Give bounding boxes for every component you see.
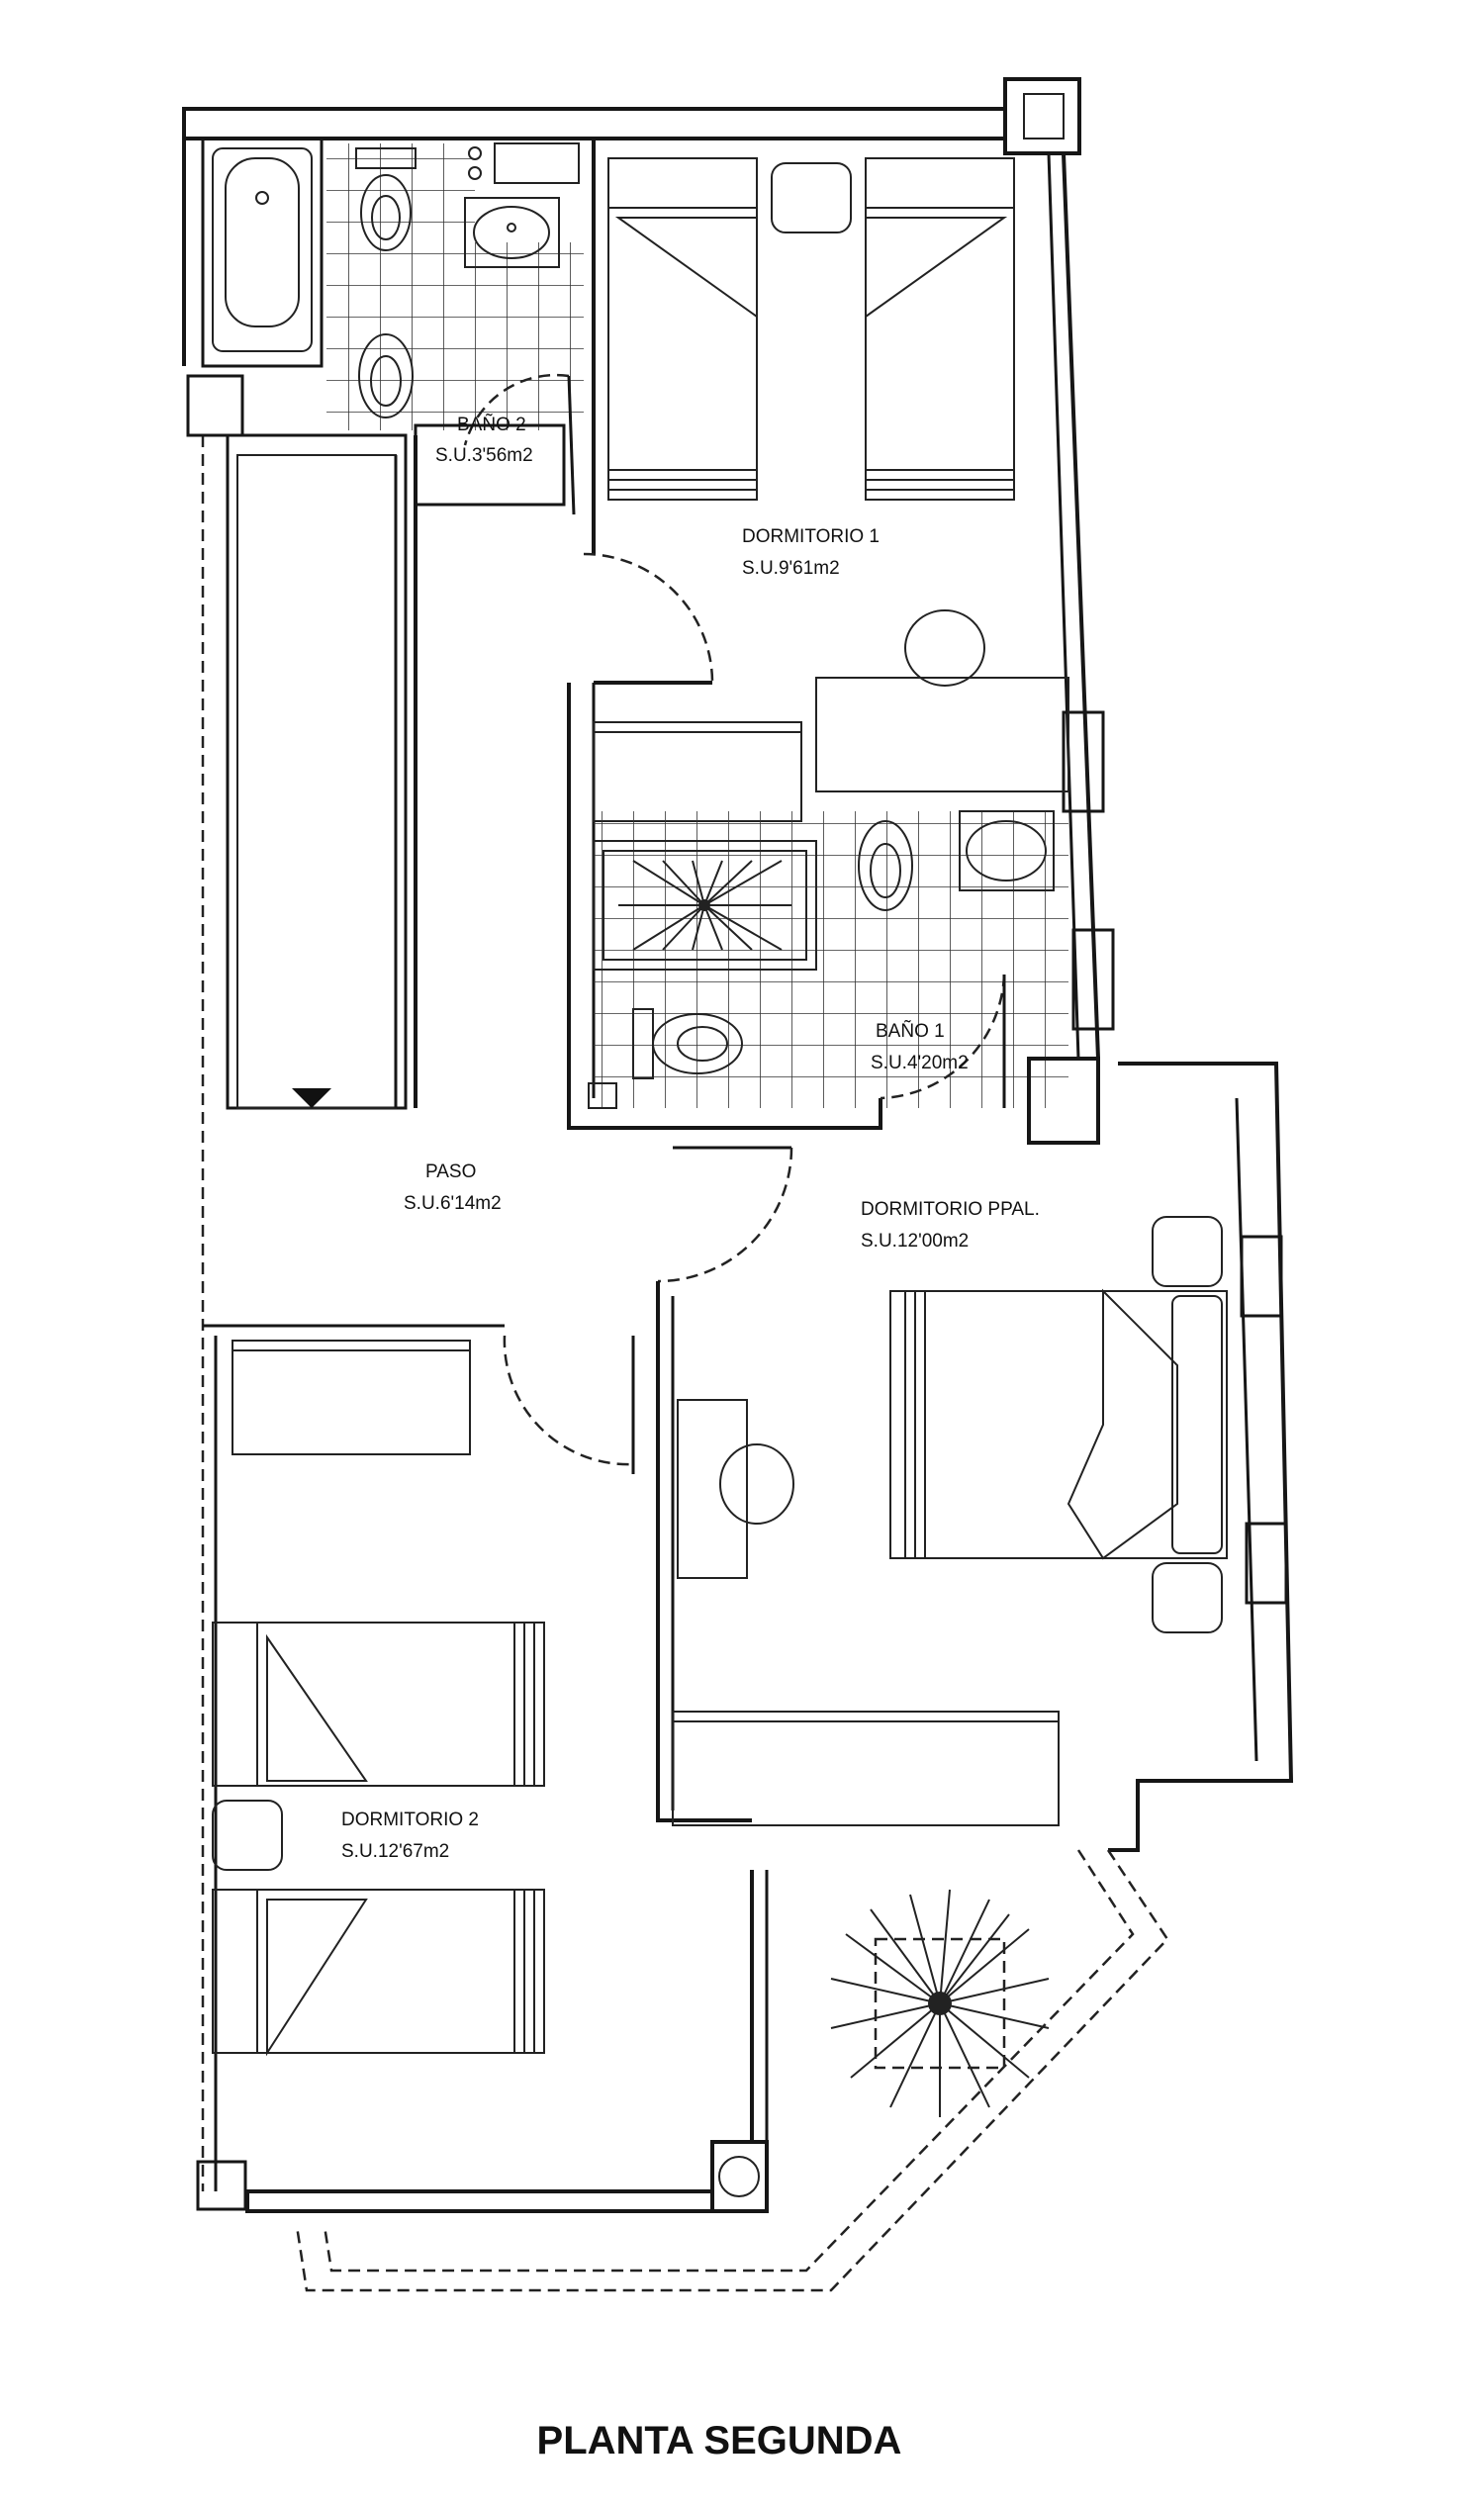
bano1-name: BAÑO 1 (876, 1020, 945, 1042)
plan-title: PLANTA SEGUNDA (537, 2419, 902, 2462)
shower-tray-icon (593, 840, 817, 971)
single-bed-icon (607, 157, 758, 501)
door-swing (657, 1147, 793, 1283)
dormitorio1-area: S.U.9'61m2 (742, 558, 840, 579)
toilet-icon-2 (632, 1008, 743, 1079)
wardrobe-icon (672, 1711, 1060, 1826)
bidet-icon-2 (858, 820, 913, 911)
door-swing (583, 552, 714, 684)
double-bed-icon (889, 1288, 1228, 1560)
paso-hallway: PASO S.U.6'14m2 (203, 1126, 793, 1328)
door-swing (880, 974, 1006, 1100)
single-bed-icon-4 (212, 1889, 545, 2057)
chair-icon-2 (719, 1443, 794, 1525)
door-swing (463, 373, 570, 446)
staircase (226, 433, 417, 1110)
dormitorio1-name: DORMITORIO 1 (742, 526, 880, 547)
door-swing (503, 1335, 634, 1466)
paso-name: PASO (425, 1161, 476, 1182)
toilet-icon (355, 147, 417, 251)
dormitorio-2-room: DORMITORIO 2 S.U.12'67m2 (212, 1340, 545, 2057)
dormitorio2-area: S.U.12'67m2 (341, 1841, 449, 1862)
dormitorio-ppal-room: DORMITORIO PPAL. S.U.12'00m2 (503, 1199, 1228, 1826)
desk-icon (815, 677, 1069, 792)
bano-2-room: BAÑO 2 S.U.3'56m2 (186, 137, 584, 515)
ppal-area: S.U.12'00m2 (861, 1231, 969, 1252)
bano-1-room: BAÑO 1 S.U.4'20m2 (567, 683, 1100, 1145)
plant-icon (830, 1889, 1050, 2117)
dormitorio2-name: DORMITORIO 2 (341, 1810, 479, 1830)
paso-area: S.U.6'14m2 (404, 1193, 502, 1214)
bano2-area: S.U.3'56m2 (435, 445, 533, 466)
sink-icon (464, 197, 560, 268)
single-bed-icon-2 (865, 157, 1015, 501)
desk-icon-2 (677, 1399, 748, 1579)
stair-arrow-icon (292, 1088, 331, 1108)
bano2-name: BAÑO 2 (457, 414, 526, 435)
ppal-name: DORMITORIO PPAL. (861, 1199, 1040, 1220)
chair-icon (904, 609, 985, 687)
sink-icon-2 (959, 810, 1055, 891)
dormitorio-1-room: DORMITORIO 1 S.U.9'61m2 (583, 139, 1069, 792)
bano1-area: S.U.4'20m2 (871, 1053, 969, 1073)
bidet-icon (358, 333, 414, 418)
bathtub-icon (212, 147, 313, 352)
single-bed-icon-3 (212, 1622, 545, 1787)
exterior-walls (182, 77, 1294, 2213)
terrace (295, 1849, 1169, 2292)
